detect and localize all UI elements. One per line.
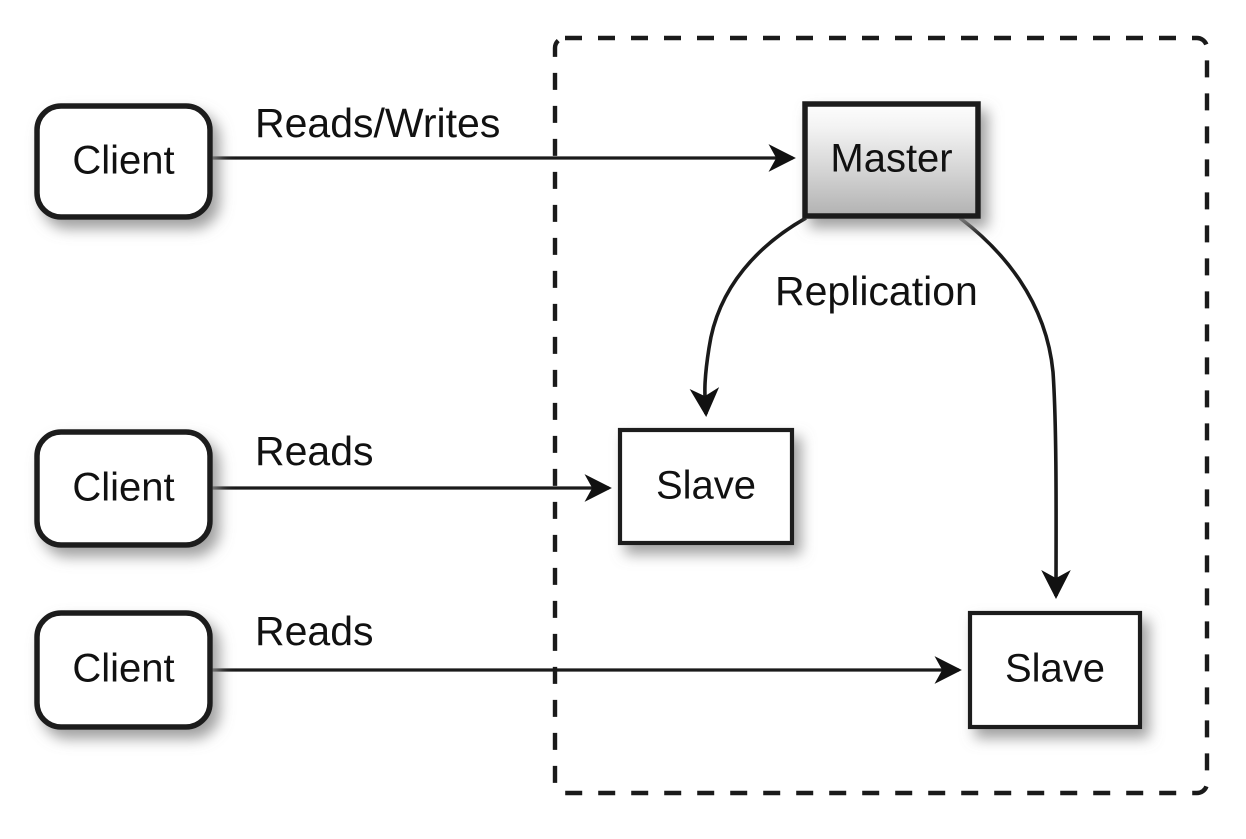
slave-2-box[interactable] [967, 610, 1143, 730]
node-client-1[interactable]: Client [34, 103, 213, 220]
slave-2-label: Slave [1005, 647, 1105, 691]
node-client-2[interactable]: Client [34, 429, 213, 548]
edge-label-reads-1: Reads [255, 428, 374, 474]
slave-1-label: Slave [656, 464, 756, 508]
edge-label-reads-writes: Reads/Writes [255, 100, 500, 146]
client-3-label: Client [72, 647, 174, 691]
edge-label-replication: Replication [775, 268, 978, 314]
node-client-3[interactable]: Client [34, 610, 213, 730]
client-2-box[interactable] [34, 429, 213, 548]
edge-curve-master-slave2 [958, 216, 1071, 600]
master-label: Master [830, 137, 952, 181]
server-boundary [552, 35, 1210, 796]
edge-curve-master-slave1 [689, 216, 807, 418]
client-1-box[interactable] [34, 103, 213, 220]
node-master[interactable]: Master [802, 101, 981, 219]
node-slave-2[interactable]: Slave [967, 610, 1143, 730]
client-2-label: Client [72, 466, 174, 510]
slave-1-box[interactable] [617, 427, 795, 546]
edge-label-reads-2: Reads [255, 608, 374, 654]
edge-replication-slave2 [958, 216, 1071, 600]
edge-replication-slave1 [689, 216, 807, 418]
client-3-box[interactable] [34, 610, 213, 730]
master-box[interactable] [802, 101, 981, 219]
client-1-label: Client [72, 139, 174, 183]
node-slave-1[interactable]: Slave [617, 427, 795, 546]
